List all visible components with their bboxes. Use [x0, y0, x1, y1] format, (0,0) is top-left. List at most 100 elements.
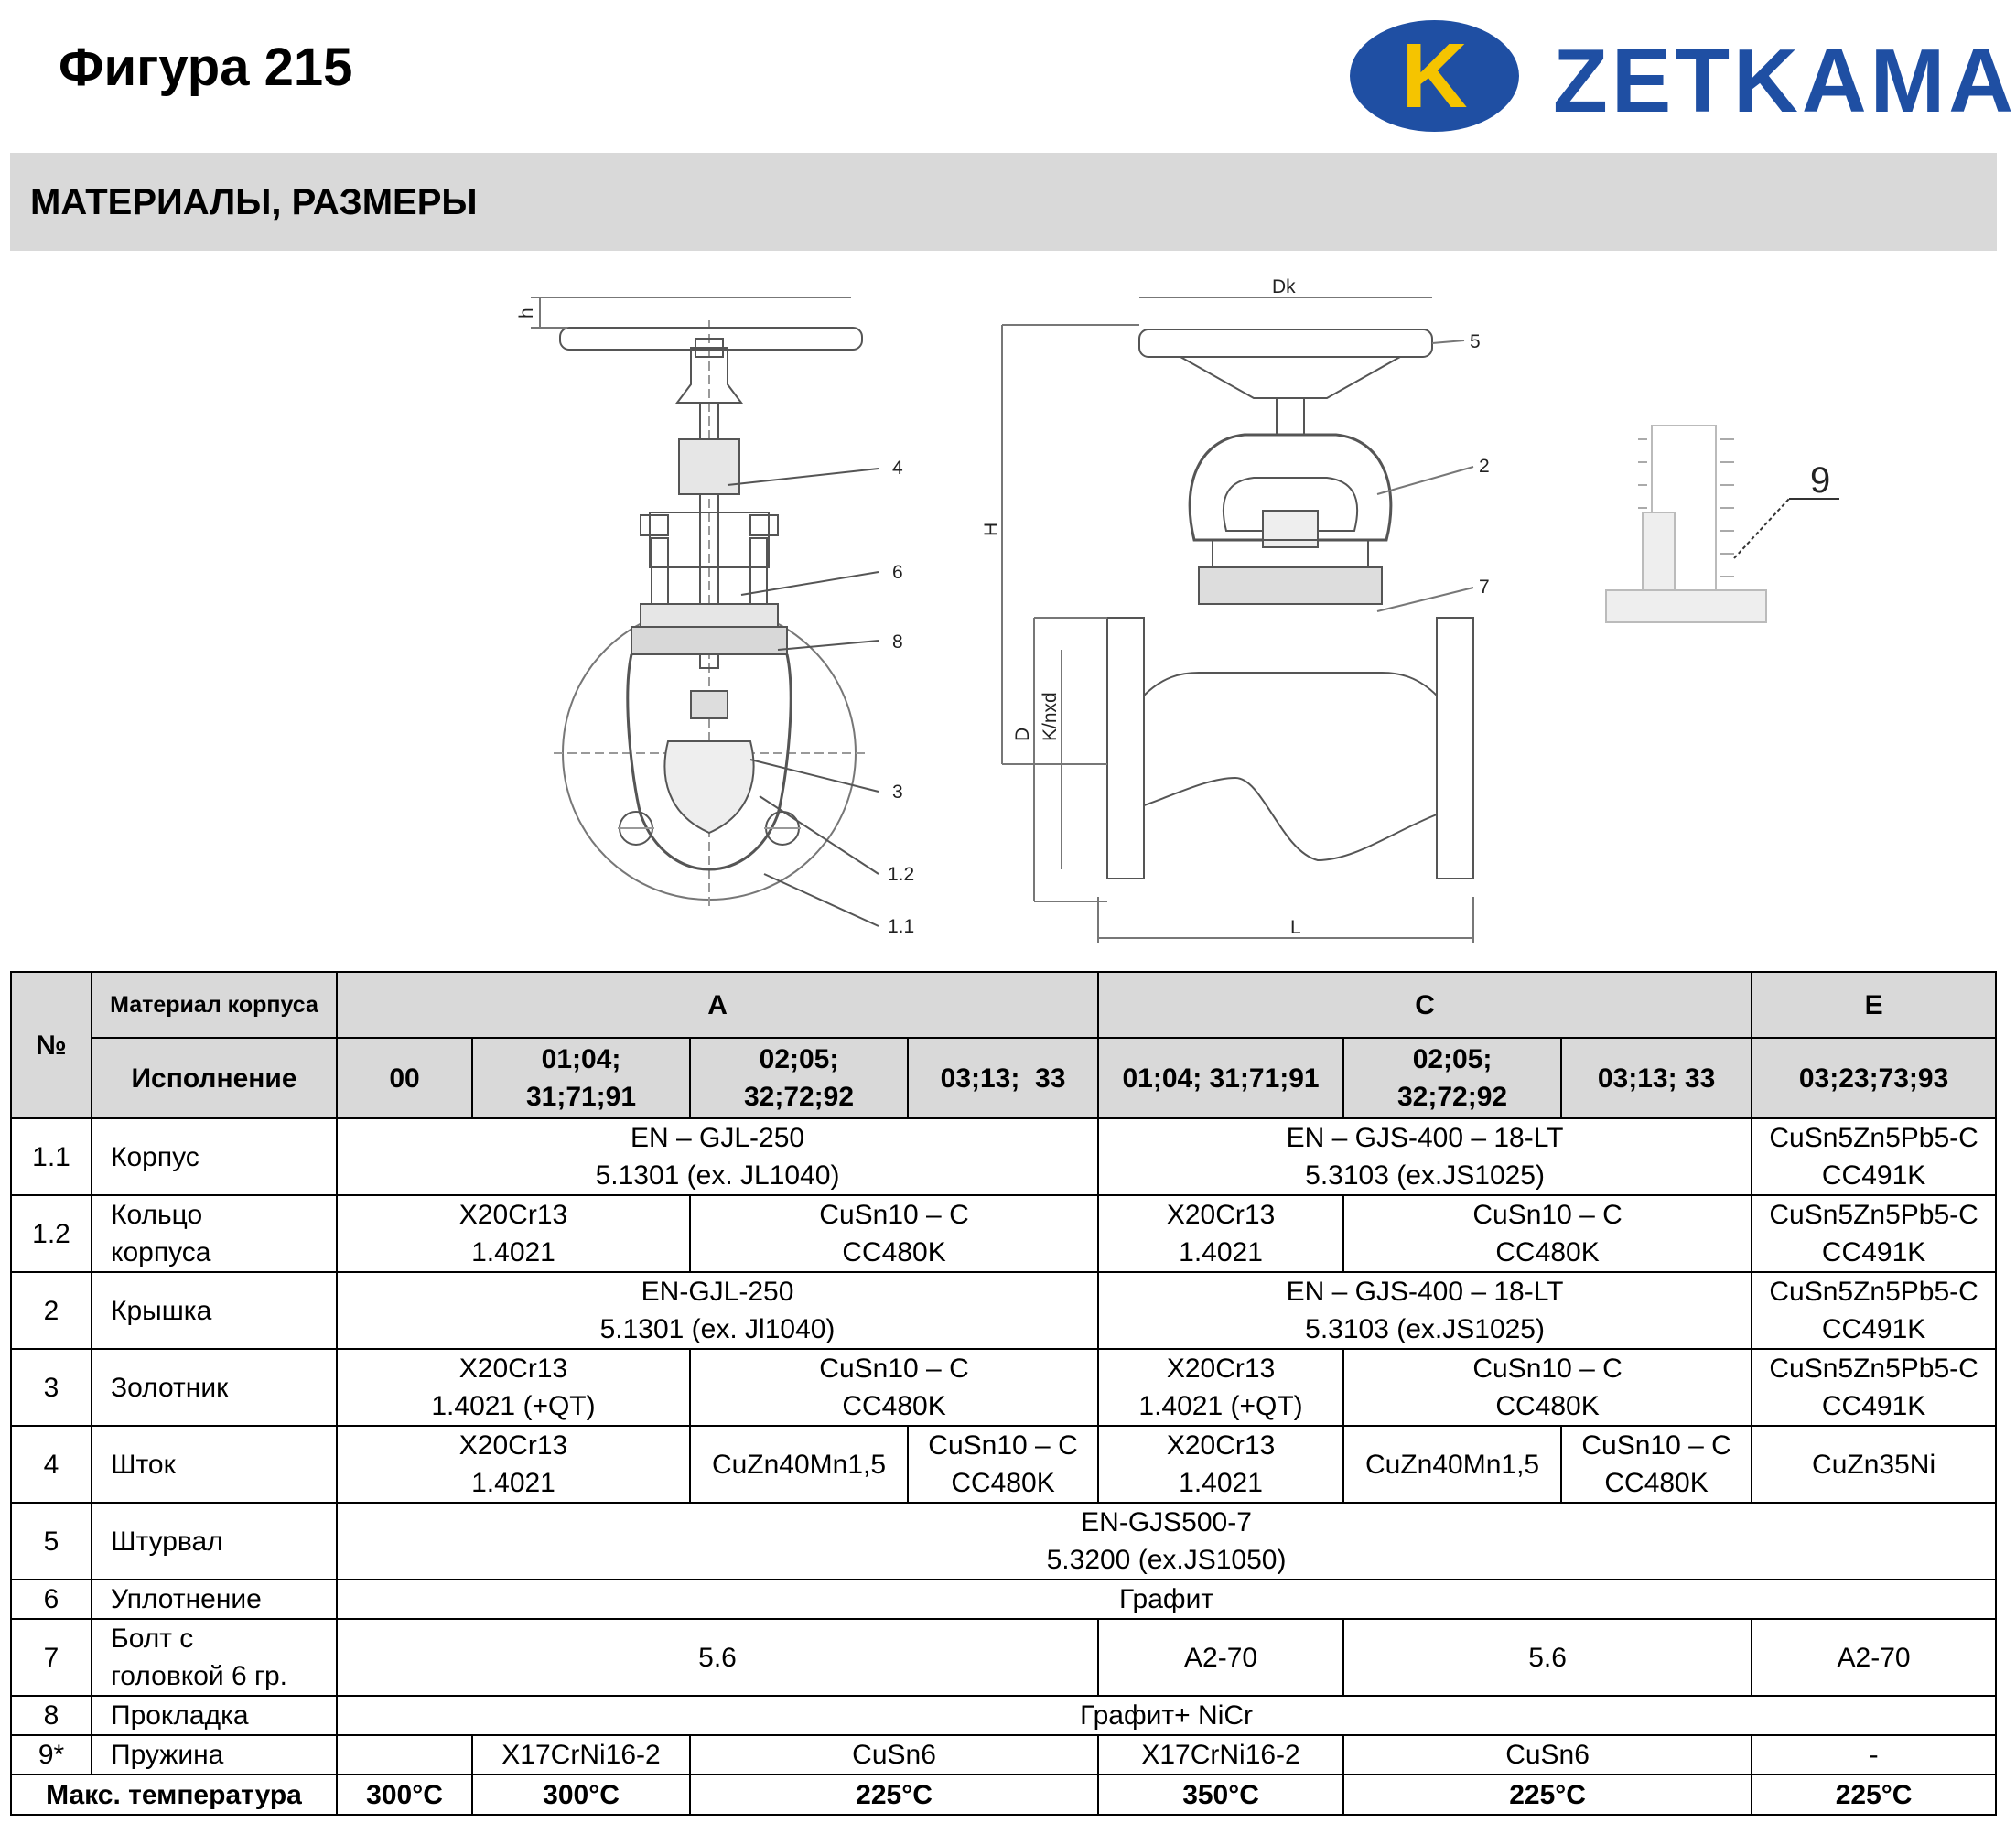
row-number: 1.2	[10, 1194, 92, 1273]
material-cell: X20Cr13 1.4021	[1097, 1425, 1345, 1504]
row-number: 6	[10, 1579, 92, 1620]
material-cell: CuSn5Zn5Pb5-C CC491K	[1751, 1271, 1998, 1350]
label-L: L	[1290, 917, 1301, 938]
part-name: Пружина	[91, 1734, 338, 1775]
max-temp-value: 225°C	[688, 1774, 1100, 1816]
material-cell: CuSn10 – C CC480K	[688, 1348, 1100, 1427]
logo-wordmark: ZETKAMA	[1553, 30, 2016, 131]
material-cell: EN-GJL-250 5.1301 (ex. Jl1040)	[335, 1271, 1100, 1350]
header-group-c: C	[1097, 971, 1753, 1039]
part-name: Прокладка	[91, 1695, 338, 1736]
row-number: 3	[10, 1348, 92, 1427]
table-row: 5 Штурвал EN-GJS500-7 5.3200 (ex.JS1050)	[10, 1502, 1998, 1580]
material-cell: CuSn10 – C CC480K	[906, 1425, 1100, 1504]
header-exec: 00	[336, 1037, 473, 1119]
material-cell: A2-70	[1751, 1618, 1998, 1697]
label-3: 3	[892, 782, 903, 803]
table-row: 2 Крышка EN-GJL-250 5.1301 (ex. Jl1040) …	[10, 1271, 1998, 1350]
header-material-label: Материал корпуса	[91, 971, 338, 1039]
part-name: Золотник	[91, 1348, 338, 1427]
table-row: 8 Прокладка Графит+ NiCr	[10, 1695, 1998, 1736]
header-exec: 01;04; 31;71;91	[1097, 1037, 1345, 1119]
header-exec: 02;05; 32;72;92	[1342, 1037, 1563, 1119]
label-1-2: 1.2	[888, 864, 914, 885]
material-cell: X20Cr13 1.4021 (+QT)	[1097, 1348, 1345, 1427]
table-row: 4 Шток X20Cr13 1.4021 CuZn40Mn1,5 CuSn10…	[10, 1425, 1998, 1504]
header-row-exec: Исполнение 00 01;04; 31;71;91 02;05; 32;…	[11, 1037, 1998, 1119]
material-cell: Графит+ NiCr	[335, 1695, 1998, 1736]
material-cell: 5.6	[335, 1618, 1100, 1697]
table-row: 9* Пружина X17CrNi16-2 CuSn6 X17CrNi16-2…	[10, 1734, 1998, 1775]
max-temp-row: Макс. температура 300°C 300°C 225°C 350°…	[10, 1774, 1998, 1816]
header-group-a: A	[335, 971, 1100, 1039]
header-row-groups: № Материал корпуса A C E	[10, 971, 1998, 1119]
zetkama-logo: K ZETKAMA	[1350, 20, 2016, 139]
label-6: 6	[892, 562, 903, 583]
table-row: 6 Уплотнение Графит	[10, 1579, 1998, 1620]
table-row: 1.1 Корпус EN – GJL-250 5.1301 (ex. JL10…	[10, 1117, 1998, 1196]
max-temp-value: 300°C	[336, 1774, 473, 1816]
part-name: Крышка	[91, 1271, 338, 1350]
material-cell: CuSn6	[1342, 1734, 1753, 1775]
material-cell: X20Cr13 1.4021	[336, 1194, 691, 1273]
page-title: Фигура 215	[59, 38, 353, 97]
row-number: 9*	[10, 1734, 92, 1775]
part-name: Корпус	[91, 1117, 338, 1196]
label-1-1: 1.1	[888, 916, 914, 937]
spring-detail-drawing	[1605, 425, 1839, 623]
material-cell: EN – GJS-400 – 18-LT 5.3103 (ex.JS1025)	[1097, 1117, 1753, 1196]
material-cell: X17CrNi16-2	[1097, 1734, 1345, 1775]
header-execution-label: Исполнение	[91, 1037, 338, 1119]
max-temp-value: 225°C	[1751, 1774, 1998, 1816]
row-number: 7	[10, 1618, 92, 1697]
material-cell: X20Cr13 1.4021 (+QT)	[336, 1348, 691, 1427]
material-cell: 5.6	[1342, 1618, 1753, 1697]
label-5: 5	[1470, 331, 1481, 352]
label-D: D	[1012, 728, 1033, 741]
section-title: МАТЕРИАЛЫ, РАЗМЕРЫ	[30, 182, 478, 222]
header-exec: 02;05; 32;72;92	[689, 1037, 909, 1119]
label-2: 2	[1479, 456, 1490, 477]
label-dk: Dk	[1272, 276, 1296, 297]
material-cell: A2-70	[1097, 1618, 1345, 1697]
valve-section-drawing	[531, 297, 879, 927]
label-4: 4	[892, 458, 903, 479]
material-cell: CuZn40Mn1,5	[689, 1425, 909, 1504]
material-cell: X17CrNi16-2	[471, 1734, 691, 1775]
row-number: 8	[10, 1695, 92, 1736]
material-cell: CuSn10 – C CC480K	[1560, 1425, 1753, 1504]
material-cell: CuSn6	[688, 1734, 1100, 1775]
material-cell: CuSn10 – C CC480K	[1342, 1194, 1753, 1273]
material-cell: CuSn5Zn5Pb5-C CC491K	[1751, 1117, 1998, 1196]
row-number: 1.1	[10, 1117, 92, 1196]
header-no: №	[10, 971, 92, 1119]
part-name: Кольцо корпуса	[91, 1194, 338, 1273]
header-exec: 03;13; 33	[1560, 1037, 1753, 1119]
row-number: 2	[10, 1271, 92, 1350]
label-H: H	[981, 523, 1002, 536]
material-cell: CuSn5Zn5Pb5-C CC491K	[1751, 1194, 1998, 1273]
max-temp-value: 225°C	[1342, 1774, 1753, 1816]
material-cell: CuZn35Ni	[1751, 1425, 1998, 1504]
material-cell: EN – GJL-250 5.1301 (ex. JL1040)	[335, 1117, 1100, 1196]
max-temp-value: 350°C	[1097, 1774, 1345, 1816]
part-name: Штурвал	[91, 1502, 338, 1580]
table-row: 3 Золотник X20Cr13 1.4021 (+QT) CuSn10 –…	[10, 1348, 1998, 1427]
material-cell: EN-GJS500-7 5.3200 (ex.JS1050)	[335, 1502, 1998, 1580]
part-name: Болт с головкой 6 гр.	[91, 1618, 338, 1697]
row-number: 5	[10, 1502, 92, 1580]
label-9: 9	[1810, 460, 1830, 501]
valve-drawings: h 4 6 8 3 1.2 1.1 Dk 5	[516, 276, 1839, 943]
header-exec: 01;04; 31;71;91	[471, 1037, 691, 1119]
max-temp-value: 300°C	[471, 1774, 691, 1816]
header-group-e: E	[1751, 971, 1998, 1039]
material-cell: Графит	[335, 1579, 1998, 1620]
label-h: h	[516, 307, 537, 318]
header-exec: 03;23;73;93	[1751, 1037, 1998, 1119]
table-row: 7 Болт с головкой 6 гр. 5.6 A2-70 5.6 A2…	[10, 1618, 1998, 1697]
label-8: 8	[892, 631, 903, 653]
valve-side-drawing	[1001, 297, 1474, 943]
logo-oval	[1350, 20, 1519, 132]
label-K-nxd: K/nxd	[1040, 692, 1061, 741]
row-number: 4	[10, 1425, 92, 1504]
